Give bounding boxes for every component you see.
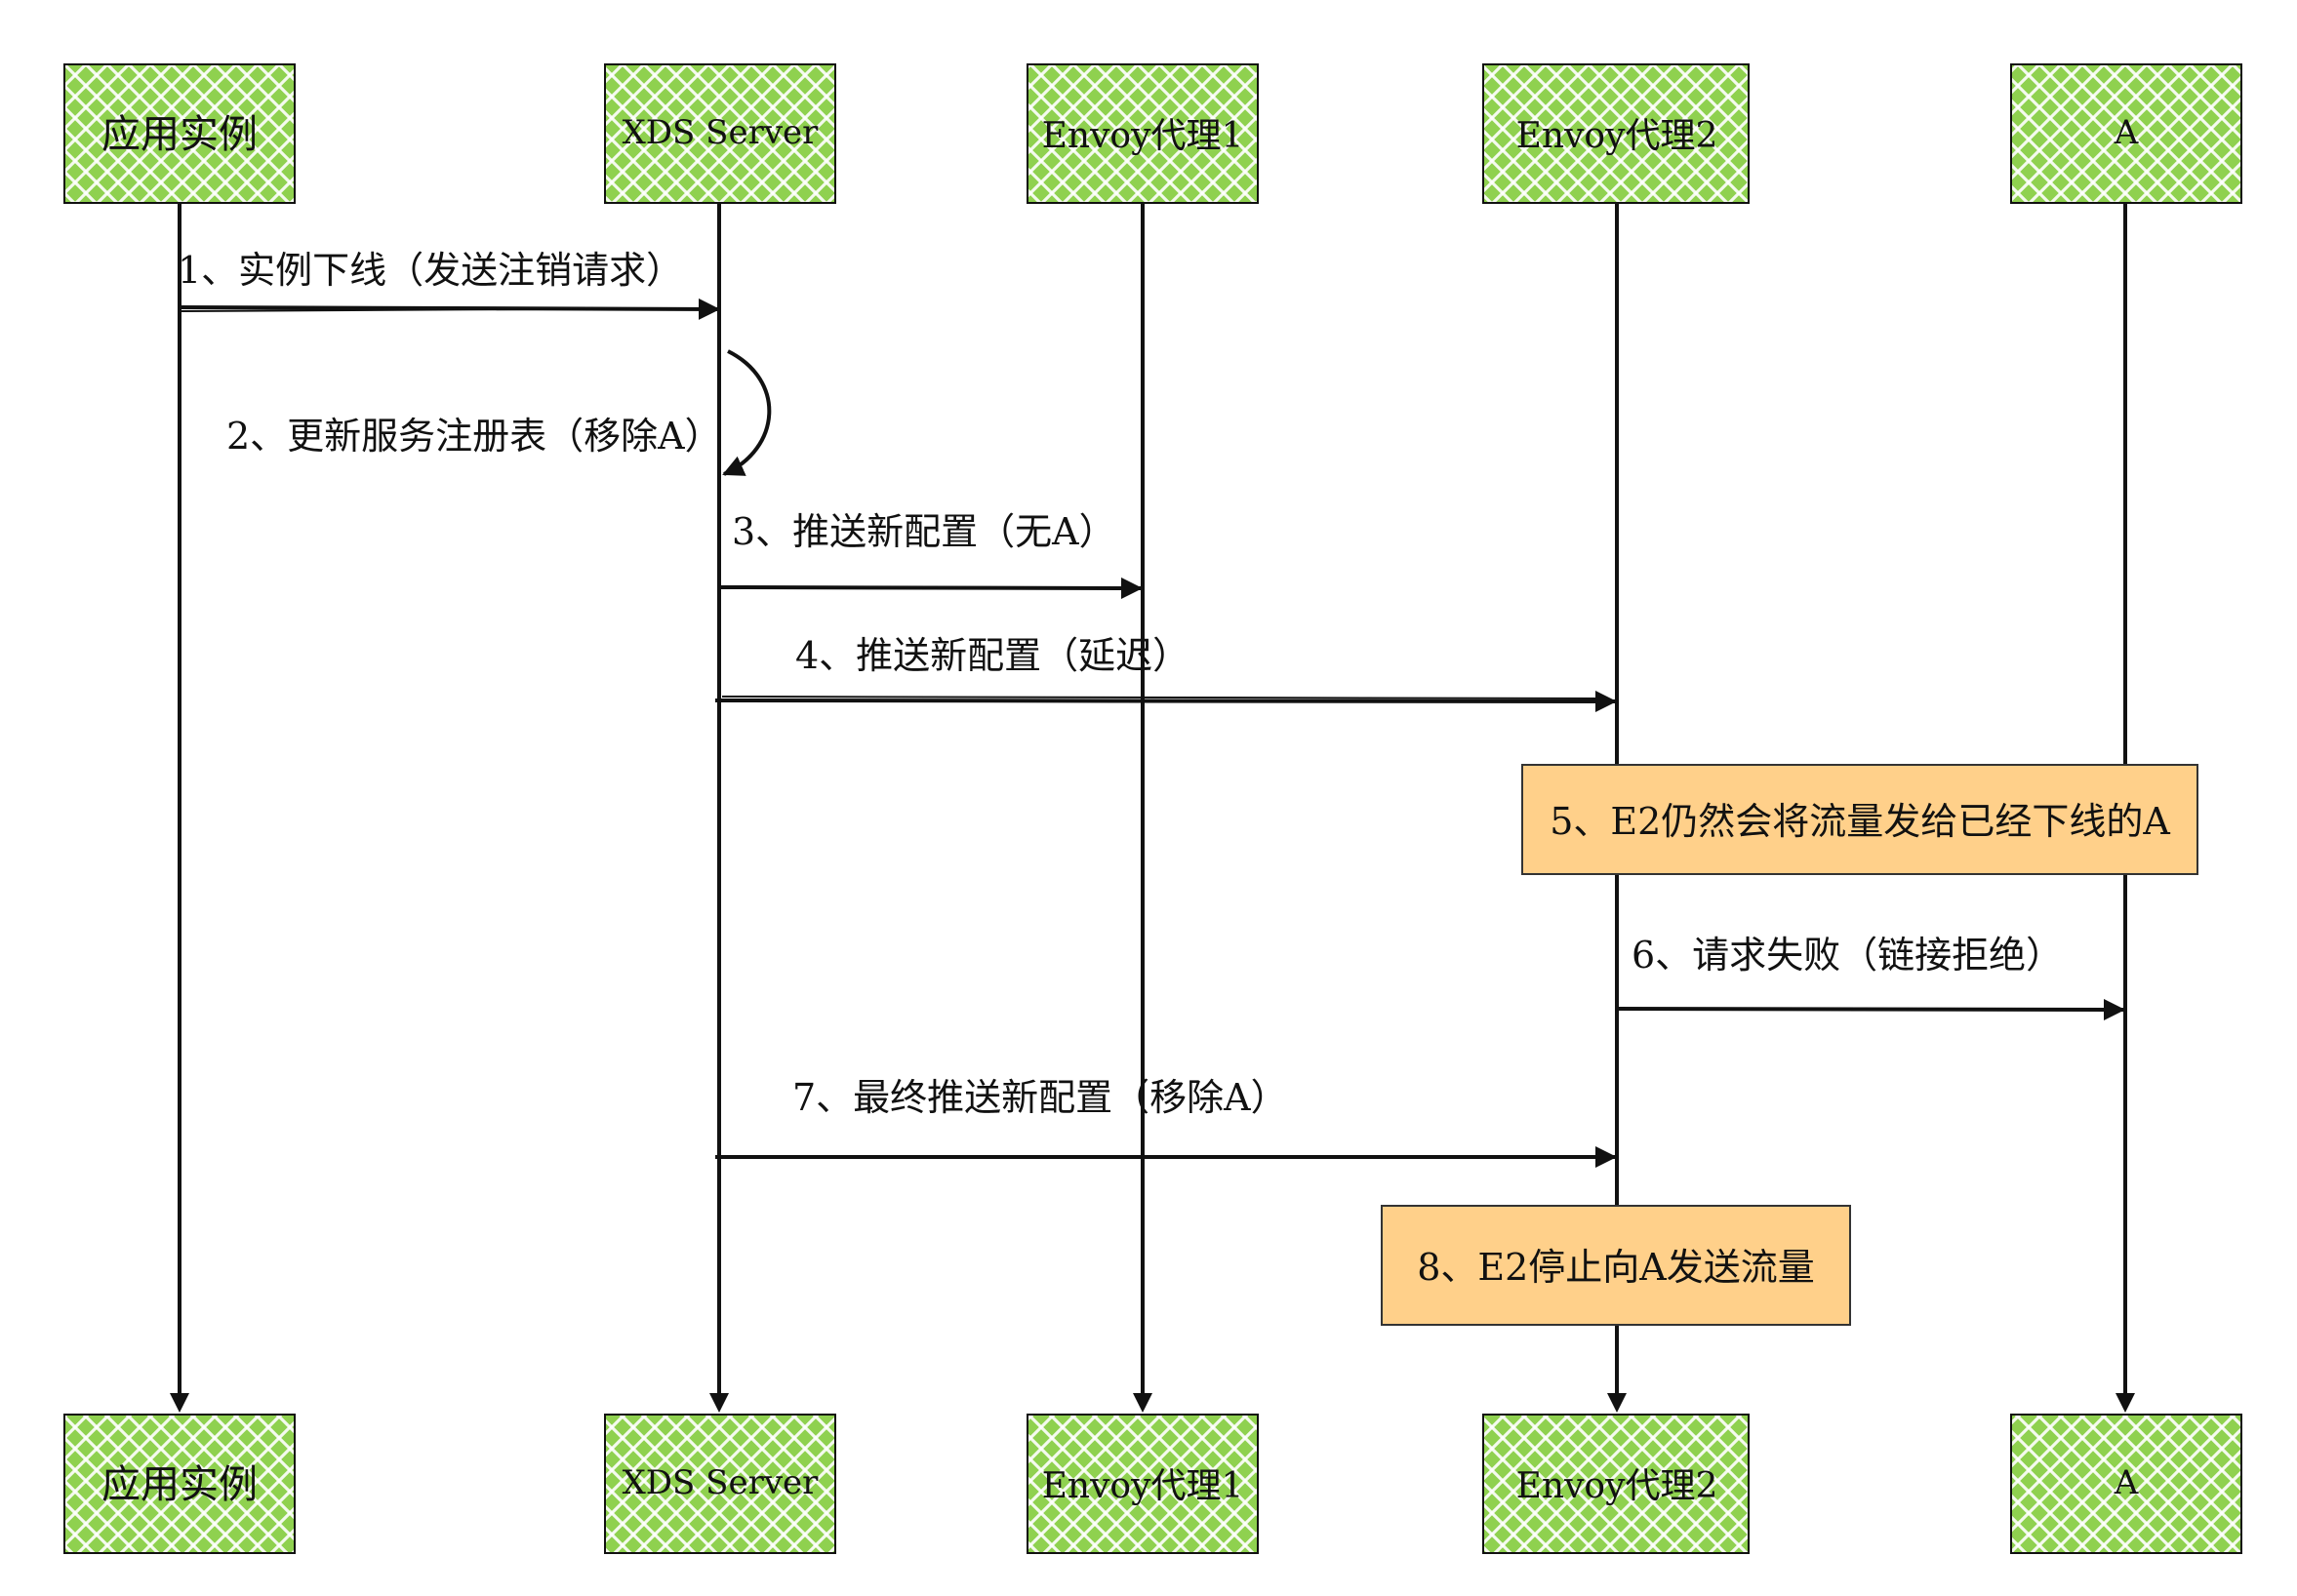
message-2: 2、更新服务注册表（移除A） [226,349,772,476]
message-arrow [714,690,1617,712]
note-label: 8、E2停止向A发送流量 [1417,1246,1815,1289]
message-label: 2、更新服务注册表（移除A） [226,415,722,458]
message-label: 4、推送新配置（延迟） [795,634,1189,677]
actor-label: Envoy代理1 [1042,1466,1244,1506]
message-label: 6、请求失败（链接拒绝） [1632,934,2063,977]
message-4: 4、推送新配置（延迟） [714,634,1617,712]
message-label: 3、推送新配置（无A） [732,510,1116,553]
actor-xds-bottom: XDS Server [604,1414,836,1554]
actor-a-top: A [2010,63,2242,204]
self-message-arrow [722,349,772,476]
lifeline-envoy1-arrow [1133,1393,1152,1413]
lifeline-a-arrow [2116,1393,2135,1413]
lifeline-xds-arrow [709,1393,729,1413]
note-8: 8、E2停止向A发送流量 [1381,1205,1851,1326]
actor-label: 应用实例 [101,112,258,157]
actor-envoy2-top: Envoy代理2 [1482,63,1750,204]
actor-label: A [2114,1463,2139,1502]
message-7: 7、最终推送新配置（移除A） [715,1076,1617,1168]
actor-label: 应用实例 [101,1462,258,1507]
actor-envoy2-bottom: Envoy代理2 [1482,1414,1750,1554]
actors-bottom: 应用实例 XDS Server Envoy代理1 Envoy代理2 A [63,1414,2242,1554]
message-arrow [720,577,1143,599]
actors-top: 应用实例 XDS Server Envoy代理1 Envoy代理2 A [63,63,2242,204]
message-3: 3、推送新配置（无A） [720,510,1143,599]
actor-envoy1-bottom: Envoy代理1 [1027,1414,1259,1554]
lifeline-app-arrow [170,1393,189,1413]
message-arrow [1616,998,2125,1020]
actor-envoy1-top: Envoy代理1 [1027,63,1259,204]
notes: 5、E2仍然会将流量发给已经下线的A 8、E2停止向A发送流量 [1381,764,2198,1326]
actor-xds-top: XDS Server [604,63,836,204]
lifeline-envoy2-arrow [1607,1393,1627,1413]
actor-app-bottom: 应用实例 [63,1414,296,1554]
message-1: 1、实例下线（发送注销请求） [178,249,720,320]
actor-label: Envoy代理2 [1516,116,1718,156]
actor-label: XDS Server [623,1463,820,1502]
note-5: 5、E2仍然会将流量发给已经下线的A [1521,764,2198,875]
message-label: 7、最终推送新配置（移除A） [792,1076,1288,1119]
note-label: 5、E2仍然会将流量发给已经下线的A [1550,800,2170,843]
note-box [1381,1205,1851,1326]
note-box [1521,764,2198,875]
actor-label: A [2114,113,2139,152]
actor-label: XDS Server [623,113,820,152]
actor-label: Envoy代理2 [1516,1466,1718,1506]
message-label: 1、实例下线（发送注销请求） [178,249,683,292]
actor-a-bottom: A [2010,1414,2242,1554]
messages: 1、实例下线（发送注销请求） 2、更新服务注册表（移除A） 3、推送新配置（无A… [178,249,2125,1168]
actor-app-top: 应用实例 [63,63,296,204]
message-6: 6、请求失败（链接拒绝） [1616,934,2125,1020]
actor-label: Envoy代理1 [1042,116,1244,156]
